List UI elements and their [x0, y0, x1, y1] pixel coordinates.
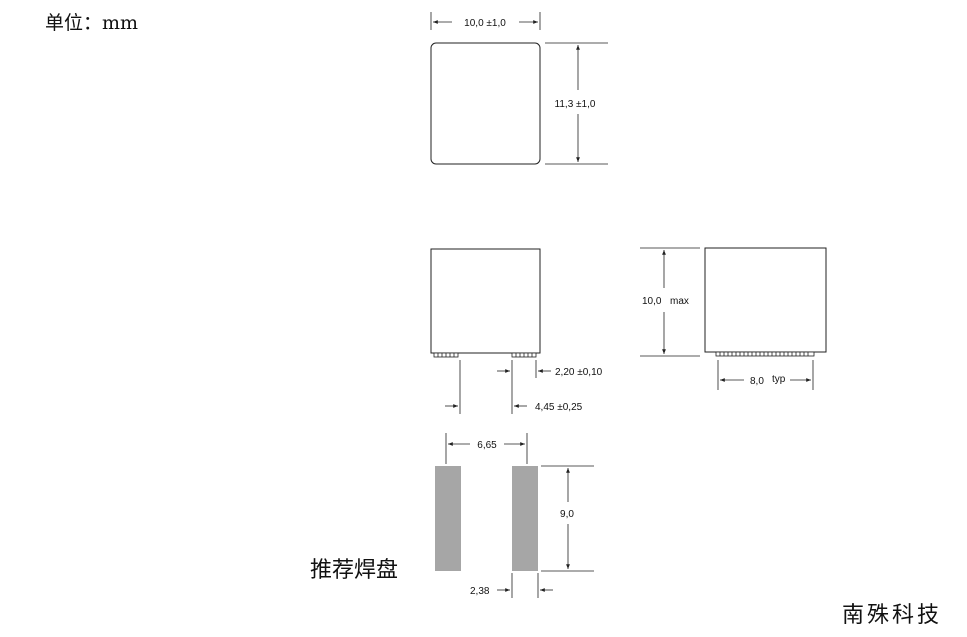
- side-terminal-row: [715, 351, 815, 357]
- brand-label: 南殊科技: [842, 603, 942, 628]
- unit-label: 单位：mm: [45, 12, 138, 34]
- pad-label: 推荐焊盘: [310, 558, 398, 583]
- top-height-dimension: 11,3 ±1,0: [555, 99, 596, 110]
- top-width-dimension: 10,0 ±1,0: [464, 18, 506, 29]
- pad-width-dimension: 2,38: [470, 586, 490, 597]
- pad-span-dimension: 6,65: [477, 440, 497, 451]
- left-terminal: [433, 352, 459, 358]
- right-pad: [512, 466, 538, 571]
- pad-length-dimension: 9,0: [560, 509, 574, 520]
- pad-layout: 6,65 9,0 2,38: [435, 433, 594, 598]
- side-height-suffix: max: [670, 296, 689, 307]
- top-view-body: [430, 42, 541, 165]
- left-pad: [435, 466, 461, 571]
- right-terminal: [511, 352, 537, 358]
- side-view-body: [704, 247, 827, 353]
- side-width-dimension: 8,0: [750, 376, 764, 387]
- side-view: 10,0 max 8,0 typ: [640, 247, 827, 390]
- front-view-body: [430, 248, 541, 354]
- top-view: 10,0 ±1,0 11,3 ±1,0: [430, 12, 608, 165]
- side-width-suffix: typ: [772, 374, 786, 385]
- lead-width-dimension: 2,20 ±0,10: [555, 367, 603, 378]
- lead-pitch-dimension: 4,45 ±0,25: [535, 402, 583, 413]
- side-height-dimension: 10,0: [642, 296, 662, 307]
- front-view: 2,20 ±0,10 4,45 ±0,25: [430, 248, 603, 414]
